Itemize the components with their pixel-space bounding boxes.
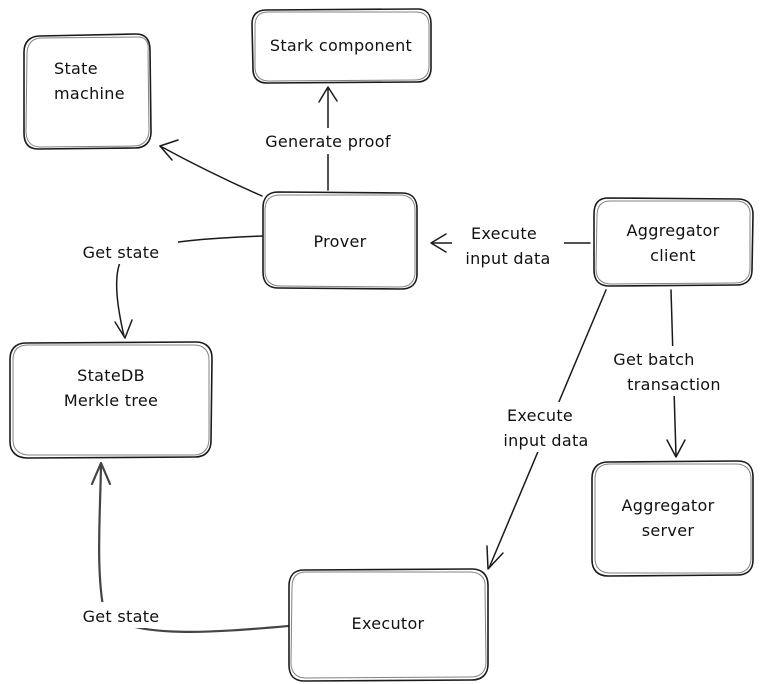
edge-label-get-batch: Get batch transaction bbox=[612, 346, 736, 396]
node-executor: Executor bbox=[288, 568, 489, 682]
edge-label-get-state-executor-text: Get state bbox=[83, 607, 160, 626]
edge-label-get-state-prover: Get state bbox=[62, 238, 178, 264]
edge-label-get-batch-line2: transaction bbox=[627, 375, 721, 394]
edge-label-generate-proof-text: Generate proof bbox=[265, 132, 391, 151]
edge-label-execute-input-top-line1: Execute bbox=[471, 224, 537, 243]
node-aggregator-server-line1: Aggregator bbox=[622, 496, 715, 515]
node-aggregator-client-line2: client bbox=[650, 246, 696, 265]
edge-label-get-state-executor: Get state bbox=[62, 602, 178, 628]
node-state-machine: State machine bbox=[23, 33, 152, 150]
edge-label-get-batch-line1: Get batch bbox=[613, 350, 694, 369]
node-prover-label: Prover bbox=[313, 232, 366, 251]
edge-prover-to-state-machine bbox=[159, 139, 263, 197]
node-statedb-merkle-tree: StateDB Merkle tree bbox=[9, 341, 213, 459]
node-executor-label: Executor bbox=[352, 614, 425, 633]
node-aggregator-client: Aggregator client bbox=[593, 197, 754, 287]
edge-label-generate-proof: Generate proof bbox=[248, 128, 408, 154]
edge-label-execute-input-mid-line1: Execute bbox=[507, 406, 573, 425]
node-statedb-line2: Merkle tree bbox=[64, 391, 158, 410]
node-stark-component: Stark component bbox=[251, 8, 432, 84]
node-statedb-line1: StateDB bbox=[77, 366, 145, 385]
edge-label-execute-input-mid-line2: input data bbox=[503, 431, 588, 450]
edge-label-get-state-prover-text: Get state bbox=[83, 243, 160, 262]
node-prover: Prover bbox=[262, 191, 418, 290]
edge-label-execute-input-mid: Execute input data bbox=[488, 402, 602, 452]
node-state-machine-line1: State bbox=[54, 59, 98, 78]
node-stark-component-label: Stark component bbox=[270, 36, 412, 55]
edge-label-execute-input-top: Execute input data bbox=[452, 220, 564, 270]
node-state-machine-line2: machine bbox=[54, 84, 125, 103]
edge-label-execute-input-top-line2: input data bbox=[465, 249, 550, 268]
node-aggregator-client-line1: Aggregator bbox=[627, 221, 720, 240]
node-aggregator-server-line2: server bbox=[642, 521, 695, 540]
node-aggregator-server: Aggregator server bbox=[591, 460, 754, 577]
